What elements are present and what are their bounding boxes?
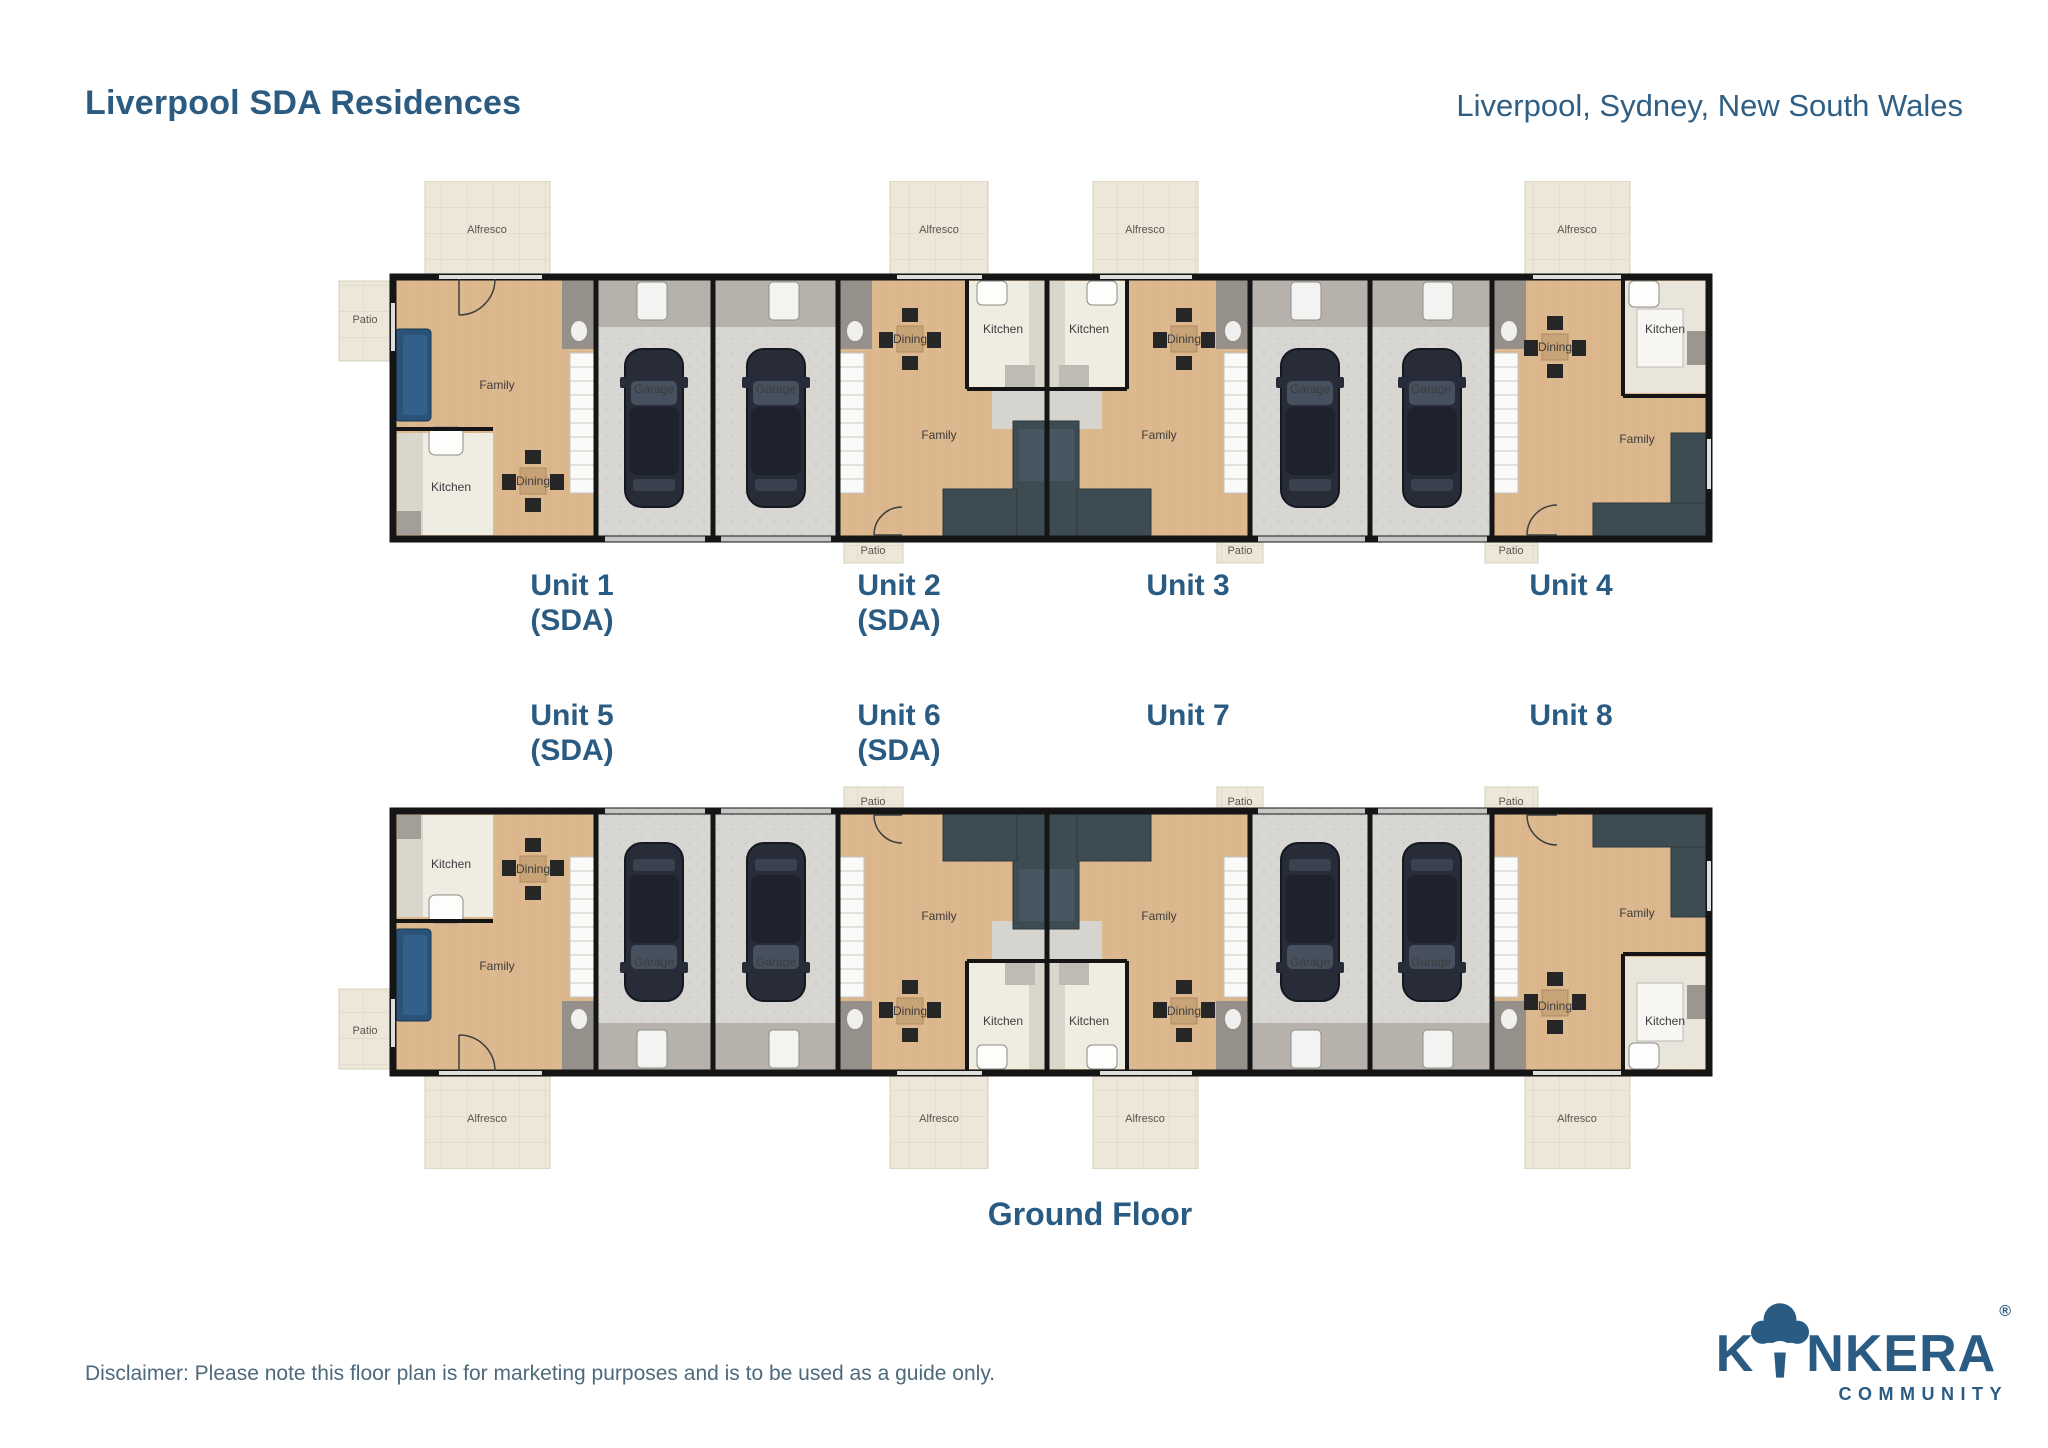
patio-label: Patio	[860, 796, 885, 808]
dining-label: Dining	[1538, 340, 1572, 354]
dining-label: Dining	[1538, 999, 1572, 1013]
garage-label: Garage	[1290, 955, 1330, 969]
patio-label: Patio	[1498, 796, 1523, 808]
logo-wordmark: K NKERA ®	[1652, 1298, 2012, 1380]
kitchen-label: Kitchen	[431, 480, 471, 494]
alfresco-label: Alfresco	[1125, 1113, 1165, 1125]
alfresco-label: Alfresco	[919, 1113, 959, 1125]
dining-label: Dining	[893, 332, 927, 346]
kinkera-logo: K NKERA ® COMMUNITY	[1652, 1298, 2012, 1405]
unit-name: Unit 8	[1529, 699, 1613, 732]
unit-label-2: Unit 2 (SDA)	[857, 568, 940, 638]
unit-label-3: Unit 3	[1146, 568, 1229, 603]
patio-label: Patio	[1498, 545, 1523, 557]
unit-sda-tag: (SDA)	[857, 604, 941, 637]
kitchen-label: Kitchen	[983, 322, 1023, 336]
dining-label: Dining	[893, 1004, 927, 1018]
unit-name: Unit 7	[1146, 699, 1230, 732]
strip-top-room-labels: Alfresco Alfresco Alfresco Alfresco Pati…	[352, 224, 1685, 557]
unit-label-4: Unit 4	[1529, 568, 1612, 603]
garage-label: Garage	[756, 955, 796, 969]
family-label: Family	[921, 428, 956, 442]
tree-icon	[1751, 1303, 1810, 1378]
disclaimer-text: Disclaimer: Please note this floor plan …	[85, 1362, 996, 1385]
family-label: Family	[479, 959, 514, 973]
unit-sda-tag: (SDA)	[857, 734, 941, 767]
logo-subtitle: COMMUNITY	[1838, 1384, 2008, 1404]
alfresco-label: Alfresco	[1125, 224, 1165, 236]
garage-label: Garage	[634, 382, 674, 396]
unit-name: Unit 1	[530, 569, 614, 602]
family-label: Family	[479, 378, 514, 392]
family-label: Family	[1619, 432, 1654, 446]
patio-label: Patio	[352, 314, 377, 326]
unit-label-6: Unit 6 (SDA)	[857, 698, 940, 768]
kitchen-label: Kitchen	[1645, 322, 1685, 336]
alfresco-label: Alfresco	[467, 1113, 507, 1125]
kitchen-label: Kitchen	[1069, 322, 1109, 336]
alfresco-label: Alfresco	[467, 224, 507, 236]
alfresco-label: Alfresco	[1557, 224, 1597, 236]
unit-name: Unit 6	[857, 699, 941, 732]
kitchen-label: Kitchen	[1645, 1014, 1685, 1028]
garage-label: Garage	[1411, 955, 1451, 969]
alfresco-label: Alfresco	[1557, 1113, 1597, 1125]
unit-label-7: Unit 7	[1146, 698, 1229, 733]
garage-label: Garage	[756, 382, 796, 396]
patio-label: Patio	[1227, 796, 1252, 808]
unit-sda-tag: (SDA)	[530, 604, 614, 637]
family-label: Family	[1619, 906, 1654, 920]
dining-label: Dining	[1167, 1004, 1201, 1018]
dining-label: Dining	[1167, 332, 1201, 346]
kitchen-label: Kitchen	[1069, 1014, 1109, 1028]
patio-label: Patio	[1227, 545, 1252, 557]
family-label: Family	[1141, 909, 1176, 923]
page-title: Liverpool SDA Residences	[85, 84, 522, 122]
alfresco-label: Alfresco	[919, 224, 959, 236]
patio-label: Patio	[860, 545, 885, 557]
garage-label: Garage	[1411, 382, 1451, 396]
logo-letters-nkera: NKERA	[1806, 1325, 1997, 1383]
strip-bottom-room-labels: Alfresco Alfresco Alfresco Alfresco Pati…	[352, 796, 1685, 1125]
family-label: Family	[1141, 428, 1176, 442]
garage-label: Garage	[634, 955, 674, 969]
unit-name: Unit 3	[1146, 569, 1230, 602]
dining-label: Dining	[516, 862, 550, 876]
kitchen-label: Kitchen	[431, 857, 471, 871]
garage-label: Garage	[1290, 382, 1330, 396]
registered-mark: ®	[1999, 1303, 2012, 1320]
kitchen-label: Kitchen	[983, 1014, 1023, 1028]
patio-label: Patio	[352, 1025, 377, 1037]
logo-letter-k: K	[1715, 1325, 1755, 1383]
unit-label-5: Unit 5 (SDA)	[530, 698, 613, 768]
dining-label: Dining	[516, 474, 550, 488]
unit-name: Unit 4	[1529, 569, 1613, 602]
unit-label-1: Unit 1 (SDA)	[530, 568, 613, 638]
unit-sda-tag: (SDA)	[530, 734, 614, 767]
page-location: Liverpool, Sydney, New South Wales	[1456, 88, 1963, 123]
family-label: Family	[921, 909, 956, 923]
unit-name: Unit 2	[857, 569, 941, 602]
floor-plan-strip-bottom: Alfresco Alfresco Alfresco Alfresco Pati…	[337, 784, 1717, 1169]
unit-label-8: Unit 8	[1529, 698, 1612, 733]
unit-name: Unit 5	[530, 699, 614, 732]
floor-title: Ground Floor	[987, 1196, 1193, 1232]
floor-plan-strip-top: Alfresco Alfresco Alfresco Alfresco Pati…	[337, 181, 1717, 566]
